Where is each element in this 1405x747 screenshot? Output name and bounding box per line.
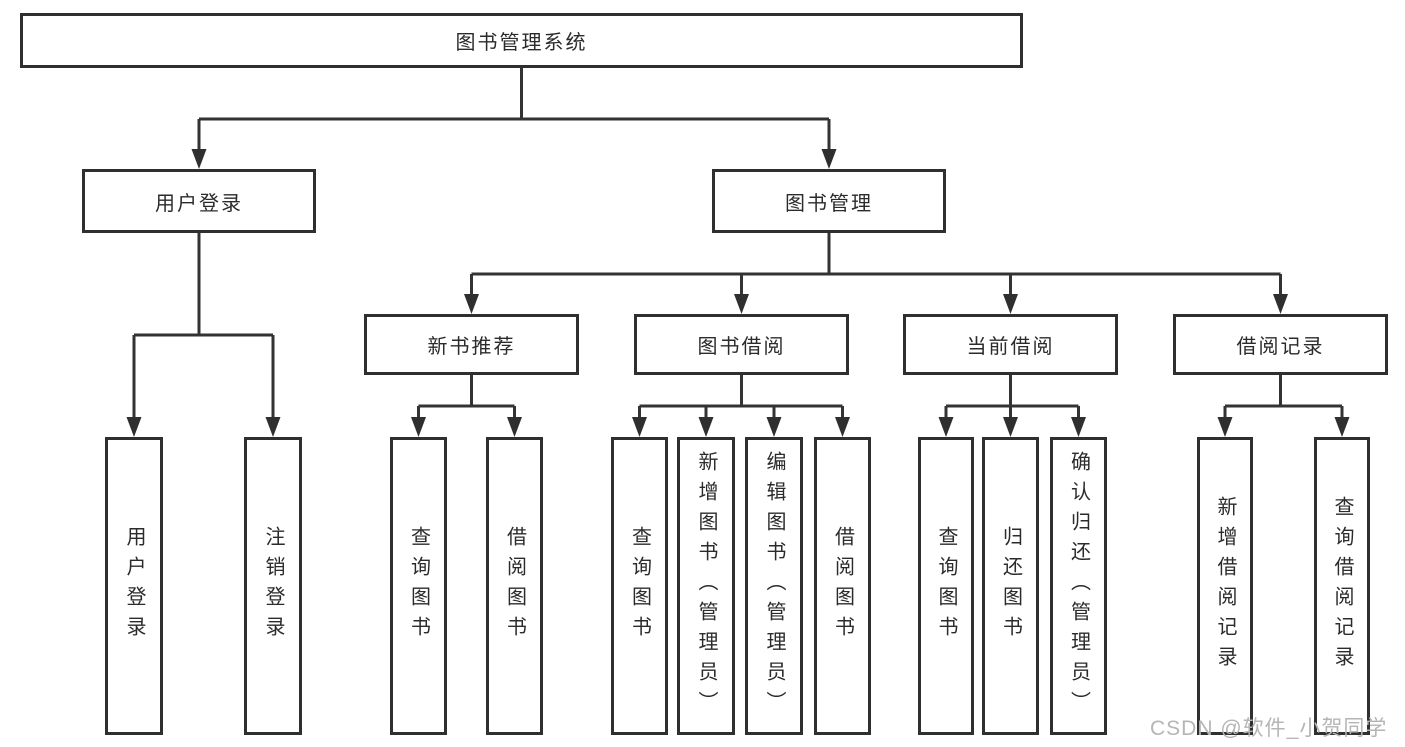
node-borrowing-records: 借阅记录: [1173, 314, 1388, 375]
leaf-edit-books-admin: 编辑图书（管理员）: [745, 437, 803, 735]
leaf-borrow-books-borrowing: 借阅图书: [814, 437, 871, 735]
leaf-query-books-current: 查询图书: [918, 437, 974, 735]
leaf-confirm-return-admin: 确认归还（管理员）: [1050, 437, 1107, 735]
leaf-logout: 注销登录: [244, 437, 302, 735]
node-current-borrowing: 当前借阅: [903, 314, 1118, 375]
leaf-query-books-recommendation: 查询图书: [390, 437, 447, 735]
leaf-query-books-borrowing: 查询图书: [611, 437, 668, 735]
leaf-user-login: 用户登录: [105, 437, 163, 735]
leaf-query-borrowing-record: 查询借阅记录: [1314, 437, 1370, 735]
leaf-add-borrowing-record: 新增借阅记录: [1197, 437, 1253, 735]
leaf-add-books-admin: 新增图书（管理员）: [677, 437, 735, 735]
node-library-management-system: 图书管理系统: [20, 13, 1023, 68]
node-new-book-recommendation: 新书推荐: [364, 314, 579, 375]
node-user-login: 用户登录: [82, 169, 316, 233]
csdn-watermark: CSDN @软件_小贺同学: [1150, 717, 1388, 740]
node-book-borrowing: 图书借阅: [634, 314, 849, 375]
leaf-borrow-books-recommendation: 借阅图书: [486, 437, 543, 735]
node-book-management: 图书管理: [712, 169, 946, 233]
leaf-return-books: 归还图书: [982, 437, 1039, 735]
